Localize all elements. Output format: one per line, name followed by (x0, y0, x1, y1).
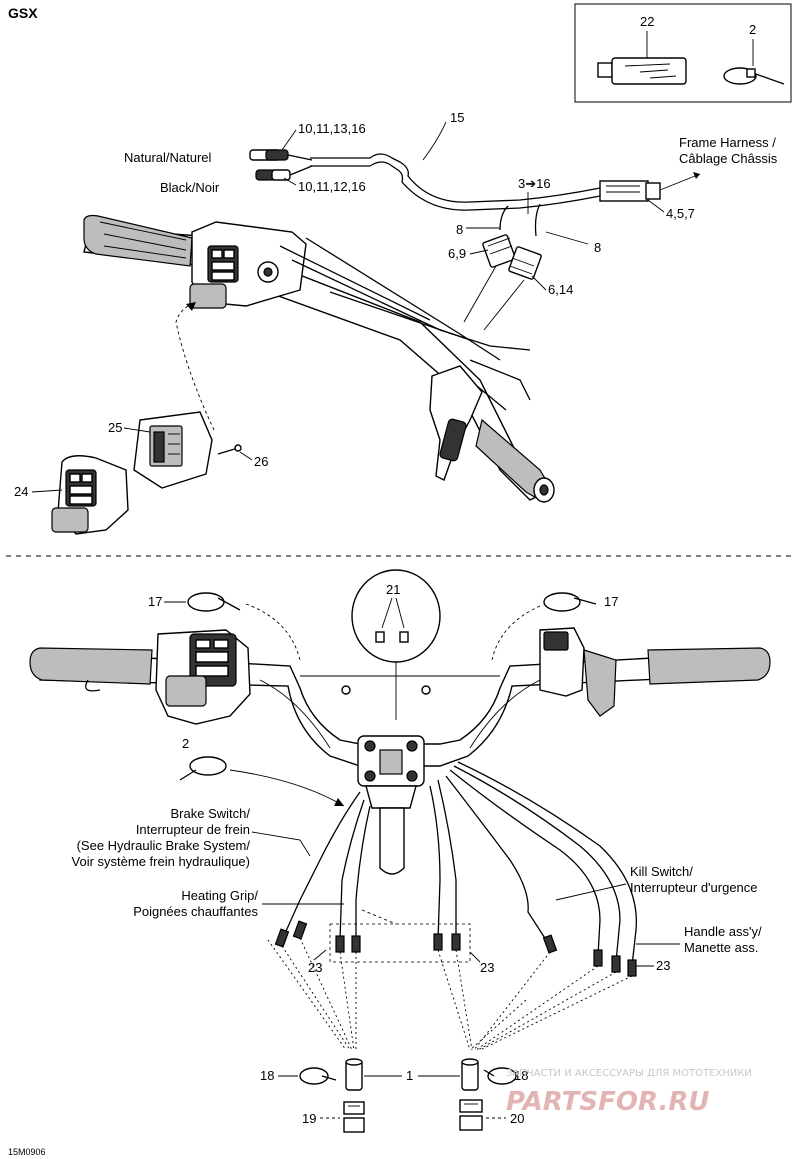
lower-right-switch-housing (539, 627, 617, 717)
callout-26: 26 (254, 454, 268, 469)
callout-8-right: 8 (594, 240, 601, 255)
label-natural: Natural/Naturel (124, 150, 212, 165)
inset-box: 22 2 (574, 3, 792, 103)
switch-cover-25 (133, 411, 213, 489)
label-black: Black/Noir (160, 180, 220, 195)
lower-assembly: 21 17 17 (29, 569, 771, 1133)
callout-6-9: 6,9 (448, 246, 466, 261)
label-kill-1: Kill Switch/ (630, 864, 693, 879)
screw-26 (217, 444, 242, 455)
watermark-logo: PARTSFOR.RU (506, 1087, 709, 1117)
callout-6-14: 6,14 (548, 282, 573, 297)
callout-23-mid: 23 (480, 960, 494, 975)
callout-23-left: 23 (308, 960, 322, 975)
callout-4-5-7: 4,5,7 (666, 206, 695, 221)
callout-3-16: 3➔16 (518, 176, 551, 191)
callout-2-inset: 2 (749, 22, 756, 37)
cable-tie-2-lower (179, 756, 227, 781)
cable-tie-17-left (187, 592, 241, 612)
label-frame-harness-1: Frame Harness / (679, 135, 776, 150)
callout-17-left: 17 (148, 594, 162, 609)
stem-clamp (357, 735, 425, 875)
right-throttle-assembly (429, 365, 555, 503)
callout-8-left: 8 (456, 222, 463, 237)
callout-18-right: 18 (514, 1068, 528, 1083)
callout-15: 15 (450, 110, 464, 125)
cable-tie-17-right (543, 592, 597, 612)
connector-6-14 (508, 246, 542, 280)
frame-harness-connector (599, 172, 701, 202)
label-brake-1: Brake Switch/ (171, 806, 251, 821)
callout-1: 1 (406, 1068, 413, 1083)
callout-23-right: 23 (656, 958, 670, 973)
connector-20 (459, 1099, 483, 1131)
callout-22: 22 (640, 14, 654, 29)
label-handle-1: Handle ass'y/ (684, 924, 762, 939)
cable-tie-18-right (483, 1067, 517, 1085)
label-frame-harness-2: Câblage Châssis (679, 151, 778, 166)
left-switch-housing (189, 221, 307, 309)
upper-assembly: 15 10,11,13,16 Natural/Naturel 10,11,12,… (14, 110, 778, 535)
label-heating-1: Heating Grip/ (181, 888, 258, 903)
callout-18-left: 18 (260, 1068, 274, 1083)
cable-tie-2 (723, 67, 785, 85)
switch-housing-24 (51, 455, 129, 535)
label-kill-2: Interrupteur d'urgence (630, 880, 758, 895)
callout-10-11-13-16: 10,11,13,16 (298, 121, 366, 136)
diagram-code: 15M0906 (8, 1147, 46, 1157)
lower-left-switch-housing (85, 629, 251, 725)
model-title: GSX (8, 5, 38, 21)
callout-25: 25 (108, 420, 122, 435)
callout-2-lower: 2 (182, 736, 189, 751)
connector-6-9 (482, 234, 516, 268)
sleeve-left-1 (345, 1058, 363, 1091)
label-brake-3: (See Hydraulic Brake System/ (77, 838, 251, 853)
callout-24: 24 (14, 484, 28, 499)
watermark-text: ЗАПЧАСТИ И АКСЕССУАРЫ ДЛЯ МОТОТЕХНИКИ (506, 1068, 752, 1079)
callout-20: 20 (510, 1111, 524, 1126)
label-brake-2: Interrupteur de frein (136, 822, 250, 837)
adhesive-tube-22 (597, 57, 687, 85)
connector-natural (249, 149, 313, 161)
connector-black (255, 165, 313, 181)
label-heating-2: Poignées chauffantes (133, 904, 258, 919)
callout-10-11-12-16: 10,11,12,16 (298, 179, 366, 194)
label-brake-4: Voir système frein hydraulique) (72, 854, 250, 869)
sleeve-right-1 (461, 1058, 479, 1091)
callout-17-right: 17 (604, 594, 618, 609)
cable-tie-18-left (299, 1067, 337, 1085)
connector-19 (343, 1101, 365, 1133)
label-handle-2: Manette ass. (684, 940, 758, 955)
callout-19: 19 (302, 1111, 316, 1126)
callout-21: 21 (386, 582, 400, 597)
